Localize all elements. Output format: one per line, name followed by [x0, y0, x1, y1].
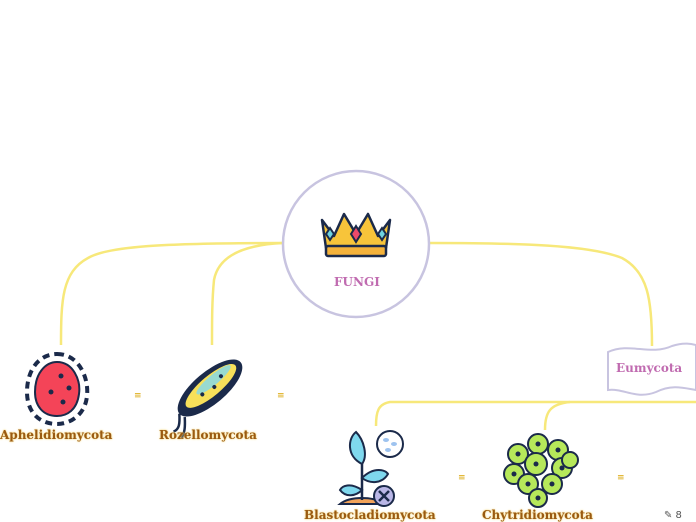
node-label-aphelidiomycota[interactable]: Aphelidiomycota	[0, 428, 113, 442]
connector-eumycota-chytridiomycota	[543, 400, 571, 431]
connector-eumycota-branch	[374, 400, 696, 427]
connector-root-rozellomycota	[210, 241, 284, 346]
node-label-chytridiomycota[interactable]: Chytridiomycota	[482, 508, 593, 522]
node-label-blastocladiomycota[interactable]: Blastocladiomycota	[304, 508, 436, 522]
notes-icon-aphelidiomycota[interactable]: ≡	[134, 391, 142, 401]
connector-root-aphelidiomycota	[59, 241, 284, 346]
connector-lines	[59, 241, 696, 431]
node-label-rozellomycota[interactable]: Rozellomycota	[159, 428, 257, 442]
root-label: FUNGI	[334, 275, 380, 289]
corner-controls[interactable]: ✎ 8	[664, 510, 682, 521]
cell-icon	[24, 351, 90, 427]
eumycota-label[interactable]: Eumycota	[616, 361, 683, 375]
bacterium-icon	[172, 359, 243, 439]
cell-cluster-icon	[503, 433, 579, 508]
crown-icon	[320, 212, 392, 258]
eumycota-node[interactable]	[607, 342, 696, 396]
plant-icon	[337, 430, 404, 507]
notes-icon-blastocladiomycota[interactable]: ≡	[458, 473, 466, 483]
connector-root-eumycota	[429, 241, 654, 347]
notes-icon-chytridiomycota[interactable]: ≡	[617, 473, 625, 483]
notes-icon-rozellomycota[interactable]: ≡	[277, 391, 285, 401]
